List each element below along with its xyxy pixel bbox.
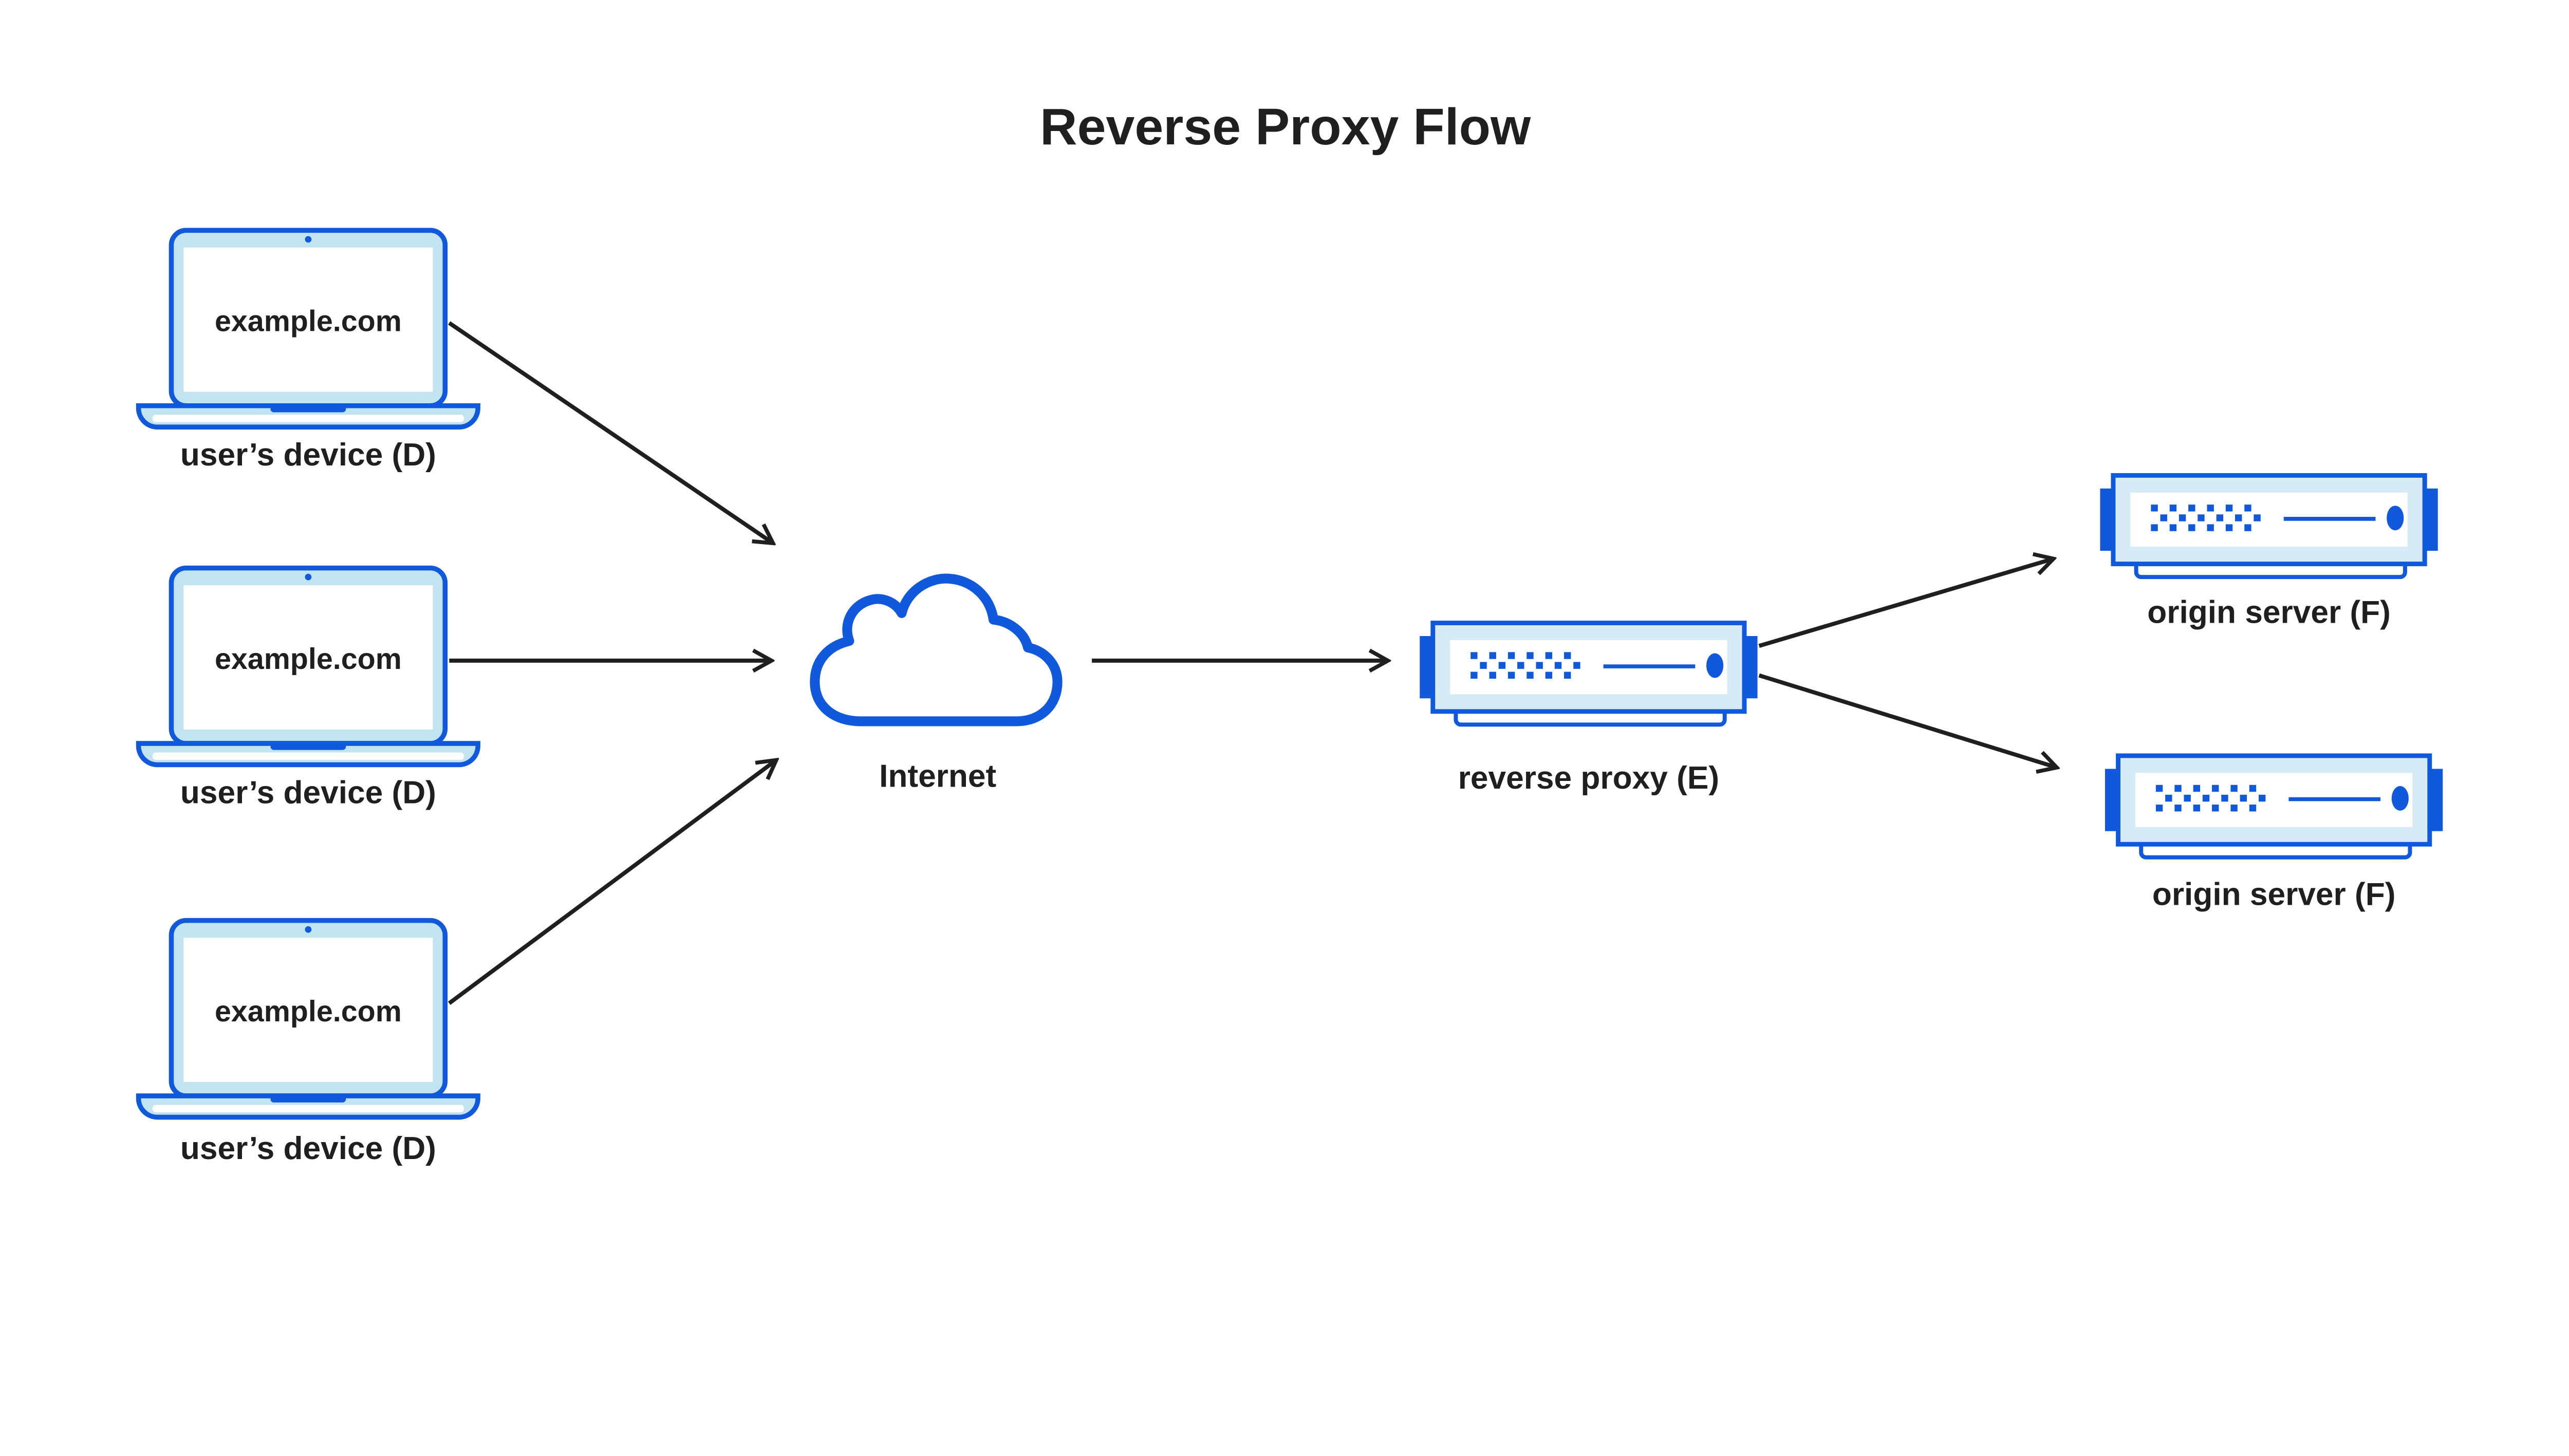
internet-label: Internet xyxy=(879,759,996,794)
node-internet: Internet xyxy=(810,573,1063,794)
node-user-device-1: example.com user’s device (D) xyxy=(139,230,478,473)
device3-screen-text: example.com xyxy=(215,995,402,1028)
node-reverse-proxy: reverse proxy (E) xyxy=(1420,623,1757,796)
flow-arrows xyxy=(448,321,2056,1005)
arrow-device1-to-internet xyxy=(448,321,772,543)
server-icon xyxy=(2100,475,2437,577)
device1-label: user’s device (D) xyxy=(180,437,436,473)
node-user-device-2: example.com user’s device (D) xyxy=(139,568,478,810)
diagram-canvas: Reverse Proxy Flow example.com user’s de… xyxy=(136,98,2445,1166)
cloud-icon xyxy=(810,573,1063,726)
node-user-device-3: example.com user’s device (D) xyxy=(139,921,478,1166)
origin1-label: origin server (F) xyxy=(2147,595,2391,630)
node-origin-server-1: origin server (F) xyxy=(2100,475,2437,630)
reverse-proxy-flow-diagram: Reverse Proxy Flow example.com user’s de… xyxy=(136,98,2445,1166)
server-icon xyxy=(2105,756,2443,857)
device2-label: user’s device (D) xyxy=(180,775,436,810)
diagram-title: Reverse Proxy Flow xyxy=(1040,98,1531,156)
origin2-label: origin server (F) xyxy=(2152,876,2396,912)
arrow-proxy-to-origin1 xyxy=(1758,559,2053,648)
device3-label: user’s device (D) xyxy=(180,1131,436,1166)
node-origin-server-2: origin server (F) xyxy=(2105,756,2443,912)
arrow-device3-to-internet xyxy=(448,761,775,1005)
server-icon xyxy=(1420,623,1757,725)
device1-screen-text: example.com xyxy=(215,305,402,338)
arrow-proxy-to-origin2 xyxy=(1758,673,2056,768)
reverse-proxy-label: reverse proxy (E) xyxy=(1458,760,1719,796)
device2-screen-text: example.com xyxy=(215,643,402,676)
